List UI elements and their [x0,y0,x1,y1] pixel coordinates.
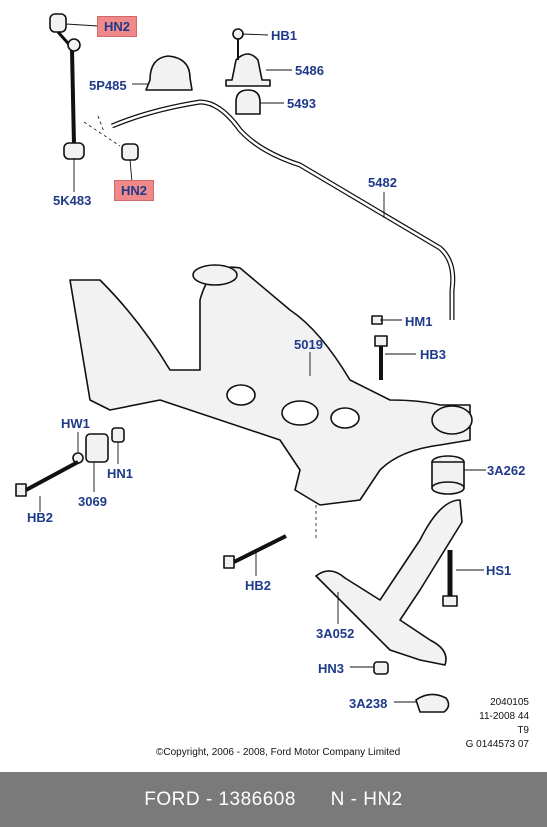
bushing [235,89,261,115]
clip-3a238 [415,693,450,713]
label-hn2-top[interactable]: HN2 [97,16,138,37]
footer-part-number: 1386608 [218,788,296,810]
clamp-bracket [225,53,271,87]
label-5486[interactable]: 5486 [295,63,324,78]
diagram-reference: 2040105 11-2008 44 T9 G 0144573 07 [466,696,529,752]
ref-gref: G 0144573 07 [465,739,529,750]
label-hn1[interactable]: HN1 [107,466,134,481]
bolt-hb2-mid [223,534,287,569]
label-hb2-left[interactable]: HB2 [27,510,54,525]
label-hb3[interactable]: HB3 [420,347,447,362]
bolt-hb3 [374,335,388,380]
footer-sep-1: - [200,788,219,810]
lower-arm [315,499,463,666]
label-hw1[interactable]: HW1 [61,416,90,431]
footer-ref: N - HN2 [330,788,403,810]
nut-hn3 [373,661,389,675]
footer-bar: FORD - 1386608 N - HN2 [0,772,547,827]
washer-hw1 [72,452,84,464]
bolt-hs1 [442,550,458,607]
ref-t9: T9 [517,725,529,736]
label-5493[interactable]: 5493 [287,96,316,111]
label-3a262[interactable]: 3A262 [487,463,526,478]
copyright-notice: ©Copyright, 2006 - 2008, Ford Motor Comp… [156,747,401,758]
label-hn2-mid[interactable]: HN2 [114,180,155,201]
label-5k483[interactable]: 5K483 [53,193,92,208]
subframe [69,266,471,506]
label-3a238[interactable]: 3A238 [349,696,388,711]
stabilizer-bar [111,99,456,320]
label-hn3[interactable]: HN3 [318,661,345,676]
ref-date: 11-2008 44 [479,711,529,722]
bushing-3069 [85,433,109,463]
label-hm1[interactable]: HM1 [405,314,433,329]
label-5482[interactable]: 5482 [368,175,397,190]
nut-hn2 [121,143,139,161]
ref-code: 2040105 [490,697,529,708]
label-hb2-mid[interactable]: HB2 [245,578,272,593]
label-5019[interactable]: 5019 [294,337,323,352]
label-hs1[interactable]: HS1 [486,563,512,578]
footer-brand: FORD [144,788,201,810]
label-hb1[interactable]: HB1 [271,28,298,43]
label-3a052[interactable]: 3A052 [316,626,355,641]
nut-hn1 [111,427,125,443]
exploded-parts-diagram [15,13,486,713]
label-3069[interactable]: 3069 [78,494,107,509]
label-5p485[interactable]: 5P485 [89,78,127,93]
stabilizer-link [49,13,85,160]
bushing-3a262 [431,455,465,495]
footer-gap [296,789,331,811]
bolt-hb2-left [15,460,79,497]
bushing-bracket [145,55,193,91]
bolt-head-hb1 [232,28,244,40]
